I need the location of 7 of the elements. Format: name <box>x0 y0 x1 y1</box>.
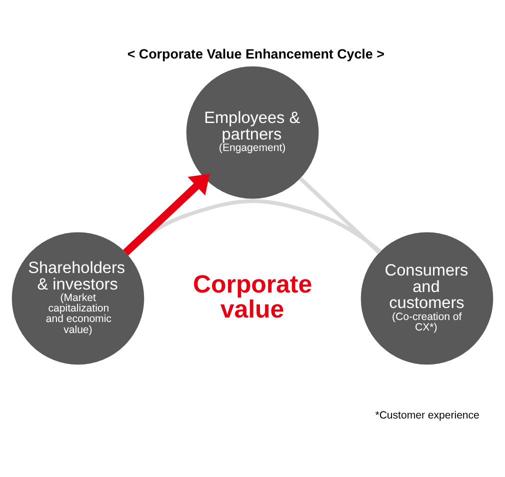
label: Corporate value <box>193 270 312 323</box>
arrow <box>122 173 210 256</box>
label: *Customer experience <box>375 409 480 422</box>
connector <box>298 176 381 254</box>
node-circle: Shareholders & investors (Market capitalization and economic value) <box>12 232 144 364</box>
diagram-title: < Corporate Value Enhancement Cycle > <box>127 46 384 61</box>
node-circle: Consumers and customers (Co-creation of CX*) <box>360 232 494 364</box>
